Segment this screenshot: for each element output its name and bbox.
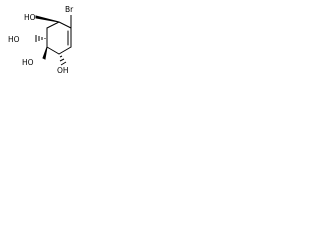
hydroxyl-label-top-left: HO — [24, 13, 36, 22]
bond-c4-c5 — [58, 46, 72, 55]
bond-c5-c6 — [46, 46, 60, 55]
bond-c2-c3 — [58, 21, 72, 29]
hydroxyl-label-left: HO — [8, 35, 20, 44]
hydroxyl-label-bottom-right: OH — [57, 66, 69, 75]
chemical-structure: Br HO HO HO OH — [8, 5, 74, 75]
hashed-bond-bottom-right — [59, 55, 67, 66]
ring-bonds — [46, 21, 72, 55]
hashed-bond-left — [35, 35, 46, 42]
structure-canvas: Br HO HO HO OH — [0, 0, 93, 83]
hydroxyl-label-bottom-left: HO — [22, 58, 34, 67]
bond-c1-c2 — [46, 21, 60, 29]
wedge-bond-top — [35, 15, 60, 23]
substituent-bonds — [35, 15, 72, 66]
bromine-label: Br — [65, 5, 74, 14]
wedge-bond-bottom-left — [42, 46, 48, 60]
